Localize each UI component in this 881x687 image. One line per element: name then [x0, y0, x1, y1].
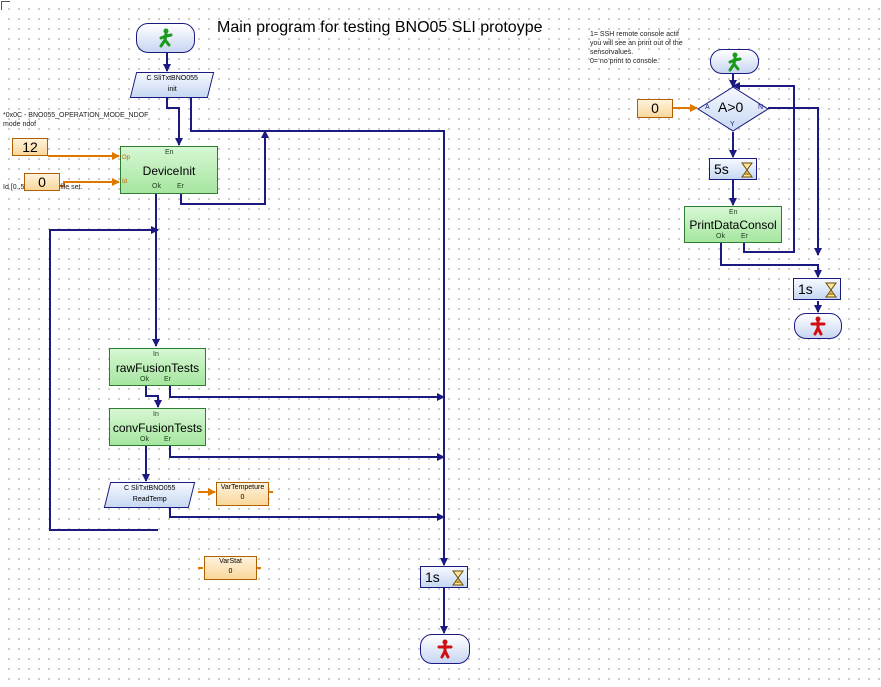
var-temperature-name: VarTempeture	[220, 484, 265, 491]
var-temperature-value: 0	[240, 494, 245, 501]
stop-walker-icon	[810, 316, 826, 336]
note-console-line2: you will see an print out of the	[590, 40, 683, 47]
start-block-console[interactable]	[710, 49, 759, 74]
deviceinit-en-pin: En	[165, 149, 174, 156]
note-mode-line1: *0x0C - BNO055_OPERATION_MODE_NDOF	[3, 112, 149, 119]
canvas-corner	[1, 1, 10, 10]
note-console: 1= SSH remote console actif you will see…	[590, 30, 683, 66]
wire-cond-no	[768, 107, 822, 256]
convfusion-in-pin: In	[153, 411, 159, 418]
wire-raw-to-conv	[145, 384, 162, 408]
wire-loop-back	[49, 226, 159, 531]
deviceinit-id-pin: Id	[122, 179, 128, 185]
condition-diamond[interactable]	[697, 86, 769, 132]
deviceinit-block[interactable]: En Op Id DeviceInit Ok Er	[120, 146, 218, 194]
const-a[interactable]: 0	[637, 99, 673, 118]
condition-text: A>0	[718, 99, 744, 115]
hourglass-icon	[452, 570, 464, 586]
deviceinit-ok-pin: Ok	[152, 183, 161, 190]
readtemp-type-label: C SliTxtBNO055	[124, 485, 176, 492]
printdata-block[interactable]: En PrintDataConsol Ok Er	[684, 206, 782, 243]
stop-block-console[interactable]	[794, 313, 842, 339]
start-walker-icon	[159, 28, 172, 48]
wire-print-loop	[732, 82, 795, 253]
hourglass-icon	[741, 162, 753, 178]
stop-block[interactable]	[420, 634, 470, 664]
timer-console-end[interactable]: 1s	[793, 278, 841, 300]
convfusion-name: convFusionTests	[112, 421, 203, 435]
wire-raw-error	[169, 384, 445, 401]
var-temperature[interactable]: VarTempeture 0	[216, 482, 269, 506]
start-walker-icon	[728, 52, 741, 71]
wire-print-ok	[720, 241, 822, 278]
rawfusion-er-pin: Er	[164, 376, 171, 383]
readtemp-block[interactable]: C SliTxtBNO055 ReadTemp	[103, 482, 196, 508]
hourglass-icon	[825, 282, 837, 298]
var-stat-value: 0	[228, 568, 233, 575]
const-mode[interactable]: 12	[12, 138, 48, 156]
wire-init-error	[190, 97, 448, 566]
note-console-line4: 0= no print to console.	[590, 58, 660, 65]
wire-conv-error	[169, 444, 445, 461]
const-profile[interactable]: 0	[24, 173, 60, 191]
timer-main-value: 1s	[425, 569, 440, 585]
deviceinit-er-pin: Er	[177, 183, 184, 190]
convfusion-ok-pin: Ok	[140, 436, 149, 443]
note-mode: *0x0C - BNO055_OPERATION_MODE_NDOF mode …	[3, 111, 148, 129]
init-method-label: init	[167, 86, 177, 93]
condition-no-label: N	[758, 104, 764, 111]
var-stat[interactable]: VarStat 0	[204, 556, 257, 580]
deviceinit-name: DeviceInit	[142, 164, 196, 178]
note-console-line3: sensorvalues.	[590, 49, 634, 56]
timer-wait[interactable]: 5s	[709, 158, 757, 180]
rawfusion-ok-pin: Ok	[140, 376, 149, 383]
wire-init-to-deviceinit	[166, 97, 183, 146]
start-block[interactable]	[136, 23, 195, 53]
note-console-line1: 1= SSH remote console actif	[590, 31, 679, 38]
diagram-title: Main program for testing BNO05 SLI proto…	[217, 19, 543, 36]
printdata-er-pin: Er	[741, 233, 748, 240]
timer-main[interactable]: 1s	[420, 566, 468, 588]
timer-wait-value: 5s	[714, 161, 729, 177]
rawfusion-name: rawFusionTests	[115, 361, 200, 375]
init-block[interactable]: C SliTxtBNO055 init	[129, 72, 215, 98]
printdata-ok-pin: Ok	[716, 233, 725, 240]
printdata-en-pin: En	[729, 209, 738, 216]
wire-readtemp-to-timer	[169, 506, 445, 521]
note-mode-line2: mode ndof	[3, 121, 37, 128]
readtemp-method-label: ReadTemp	[132, 496, 167, 503]
condition-a-pin: A	[705, 104, 710, 111]
printdata-name: PrintDataConsol	[689, 218, 777, 232]
init-type-label: C SliTxtBNO055	[146, 75, 198, 82]
var-stat-name: VarStat	[219, 558, 242, 565]
convfusion-er-pin: Er	[164, 436, 171, 443]
deviceinit-op-pin: Op	[122, 155, 131, 161]
condition-yes-label: Y	[730, 121, 735, 128]
rawfusion-in-pin: In	[153, 351, 159, 358]
wire-deviceinit-error	[180, 130, 269, 205]
timer-console-end-value: 1s	[798, 281, 813, 297]
rawfusion-block[interactable]: In rawFusionTests Ok Er	[109, 348, 206, 386]
stop-walker-icon	[437, 639, 453, 659]
convfusion-block[interactable]: In convFusionTests Ok Er	[109, 408, 206, 446]
